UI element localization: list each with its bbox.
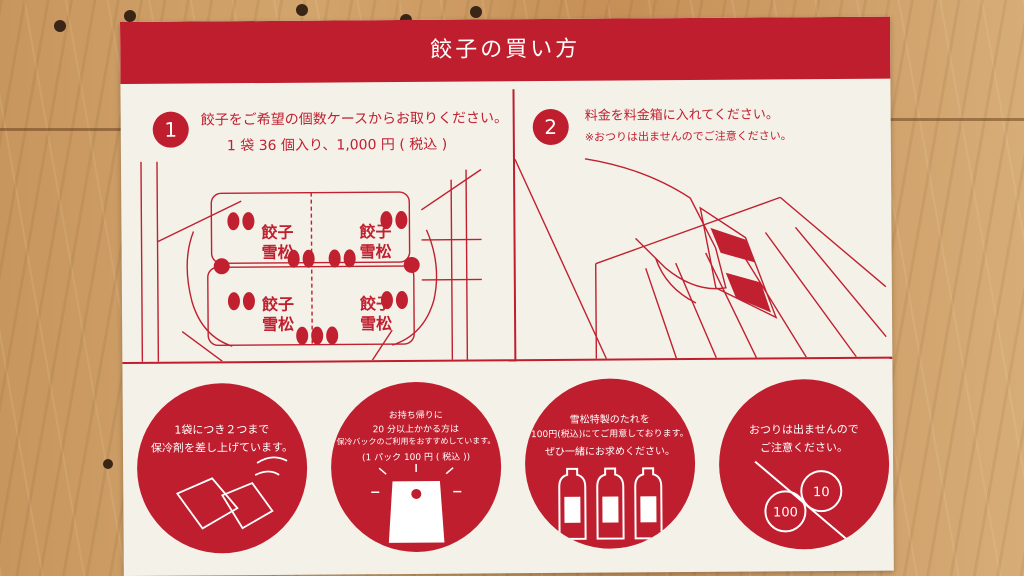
svg-text:100: 100 xyxy=(773,505,798,520)
sauce-circle: 雪松特製のたれを 100円(税込)にてご用意しております。 ぜひ一緒にお求めくだ… xyxy=(524,377,696,550)
step-1-instruction: 餃子をご希望の個数ケースからお取りください。 xyxy=(200,110,509,129)
cooler-bag-circle: お持ち帰りに 20 分以上かかる方は 保冷バックのご利用をおすすめしています。 … xyxy=(330,381,502,553)
wood-knot xyxy=(103,459,113,469)
cooler-bag-icon xyxy=(371,463,462,543)
pack-label: 雪松 xyxy=(261,242,294,263)
ice-pack-circle: 1袋につき２つまで 保冷剤を差し上げています。 xyxy=(136,382,308,554)
wood-seam xyxy=(890,118,1024,121)
pack-label: 雪松 xyxy=(262,314,295,335)
svg-text:10: 10 xyxy=(813,485,830,500)
pack-label: 雪松 xyxy=(360,314,393,334)
wood-knot xyxy=(124,10,136,22)
sauce-bottles-icon xyxy=(558,467,663,540)
wood-knot xyxy=(470,6,482,18)
pack-label: 雪松 xyxy=(359,242,392,262)
payment-box-illustration xyxy=(514,158,887,359)
step-1-number: 1 xyxy=(152,111,189,148)
step-2-number: 2 xyxy=(532,108,569,146)
wood-knot xyxy=(296,4,308,16)
step-2-note: ※おつりは出ませんのでご注意ください。 xyxy=(584,129,792,144)
step-2-panel: 2 料金を料金箱に入れてください。 ※おつりは出ませんのでご注意ください。 xyxy=(514,86,893,362)
gyoza-packs-illustration xyxy=(140,161,482,362)
wood-seam xyxy=(0,128,124,131)
step-2-instruction: 料金を料金箱に入れてください。 xyxy=(584,107,779,124)
step-1-panel: 1 餃子をご希望の個数ケースからお取りください。 1 袋 36 個入り、1,00… xyxy=(120,89,517,364)
poster-title: 餃子の買い方 xyxy=(120,16,891,84)
ice-pack-icon xyxy=(175,456,288,530)
no-change-circle: おつりは出ませんので ご注意ください。 100 10 xyxy=(718,378,890,550)
wood-knot xyxy=(54,20,66,32)
instruction-poster: 餃子の買い方 xyxy=(120,16,894,576)
no-change-coins-icon: 100 10 xyxy=(754,460,857,548)
step-1-price: 1 袋 36 個入り、1,000 円 ( 税込 ) xyxy=(226,136,448,155)
